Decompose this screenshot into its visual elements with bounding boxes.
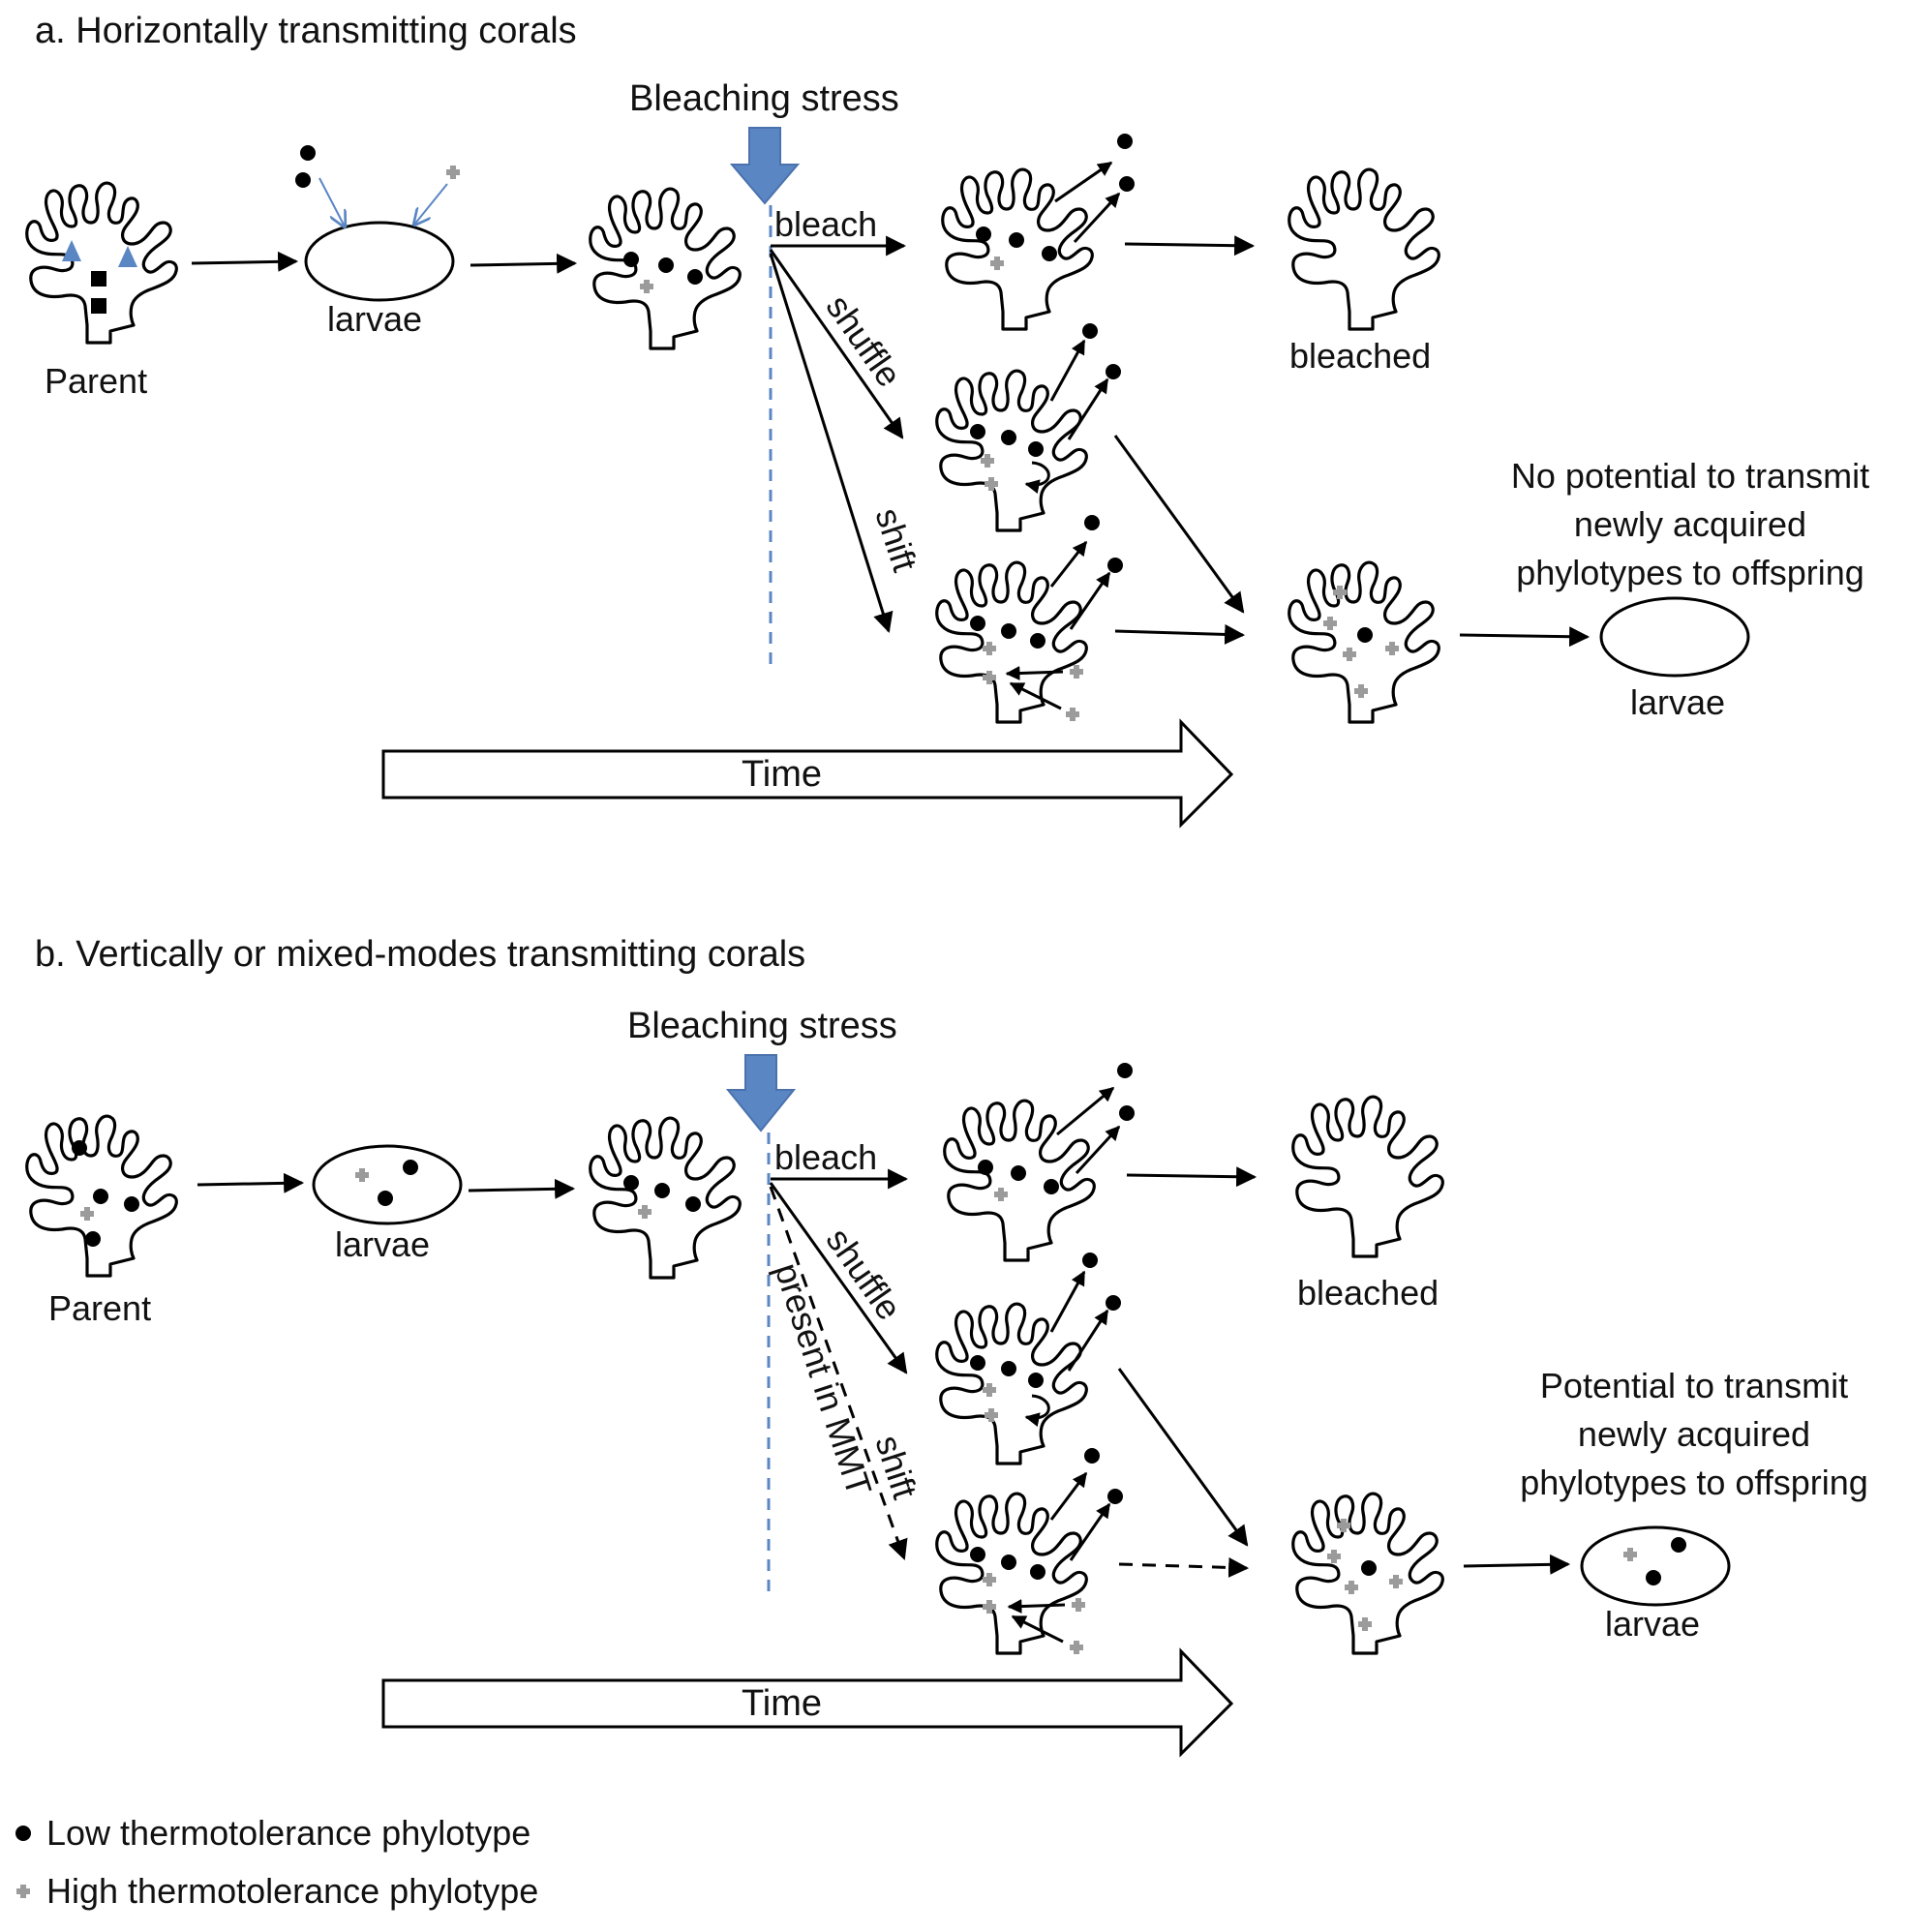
panel-a-parent-label: Parent	[45, 361, 147, 401]
panel-b-larvae-label: larvae	[335, 1224, 430, 1264]
panel-a-time-arrow	[381, 718, 1234, 829]
panel-a-arrow-larvae-to-juvenile	[470, 253, 578, 274]
panel-a-outcome-line3: phylotypes to offspring	[1516, 553, 1864, 592]
panel-a-result-coral	[1288, 560, 1440, 724]
panel-b-time-label: Time	[742, 1683, 822, 1724]
panel-b-arrow-shuffle	[769, 1182, 908, 1374]
panel-a-arrow-to-offspring	[1459, 626, 1591, 648]
panel-b-bleached-coral	[1291, 1095, 1444, 1258]
panel-b-bleached-label: bleached	[1297, 1273, 1439, 1313]
panel-a-bleaching-stress-label: Bleaching stress	[629, 78, 899, 119]
panel-b-bleaching-stress-arrow	[725, 1054, 797, 1132]
panel-a-arrow-shuffle	[769, 249, 904, 439]
panel-a-parent-coral	[25, 181, 178, 345]
panel-a-shift-coral	[935, 515, 1123, 724]
panel-a-outcome-line2: newly acquired	[1574, 504, 1806, 544]
panel-b-outcome-line3: phylotypes to offspring	[1520, 1463, 1868, 1502]
legend-high-marker	[16, 1885, 30, 1898]
panel-b-shuffle-label: shuffle	[818, 1221, 909, 1327]
panel-b-title: b. Vertically or mixed-modes transmittin…	[35, 934, 805, 975]
panel-a-juvenile-coral	[589, 187, 742, 350]
panel-b-juvenile-coral	[589, 1116, 742, 1280]
panel-a-larvae-ellipse	[304, 221, 455, 302]
panel-a-larvae-label: larvae	[327, 299, 422, 339]
panel-a-bleaching-stress-arrow	[729, 127, 801, 205]
panel-b-outcome-text: Potential to transmit newly acquired phy…	[1520, 1366, 1868, 1502]
panel-a-arrow-shift	[769, 253, 894, 634]
panel-a-arrow-parent-to-larvae	[191, 251, 299, 272]
panel-b-arrow-shift-to-result	[1118, 1556, 1250, 1578]
panel-a-shuffle-label: shuffle	[818, 287, 909, 394]
panel-a-bleached-coral	[1288, 167, 1440, 331]
panel-b-parent-coral	[25, 1114, 178, 1278]
panel-a-arrow-shift-to-result	[1114, 623, 1246, 645]
panel-a-title: a. Horizontally transmitting corals	[35, 11, 577, 51]
panel-b-arrow-to-offspring	[1463, 1554, 1571, 1575]
panel-a-bleach-coral	[941, 134, 1135, 331]
panel-b-offspring-larvae-label: larvae	[1605, 1604, 1700, 1644]
parent-symbiont-triangle	[118, 246, 137, 267]
panel-b-arrow-to-bleached	[1126, 1166, 1258, 1188]
panel-b-shift-coral	[935, 1448, 1123, 1655]
panel-b-arrow-larvae-to-juvenile	[468, 1178, 576, 1199]
panel-a-environmental-symbionts	[295, 145, 460, 226]
panel-a-time-label: Time	[742, 754, 822, 795]
panel-b-outcome-line1: Potential to transmit	[1540, 1366, 1848, 1405]
legend-high-label: High thermotolerance phylotype	[46, 1871, 538, 1911]
panel-b-outcome-line2: newly acquired	[1578, 1414, 1810, 1454]
panel-a-arrow-shuffle-to-result	[1113, 435, 1245, 614]
panel-b-result-coral	[1291, 1492, 1444, 1655]
panel-b-bleach-label: bleach	[774, 1137, 877, 1177]
panel-a-bleach-label: bleach	[774, 204, 877, 244]
panel-a-outcome-line1: No potential to transmit	[1511, 456, 1869, 496]
panel-a-shift-label: shift	[867, 503, 924, 576]
panel-b-time-arrow	[381, 1647, 1234, 1758]
legend: Low thermotolerance phylotype High therm…	[15, 1813, 538, 1911]
panel-b-larvae-ellipse	[312, 1144, 463, 1225]
panel-b-bleaching-stress-label: Bleaching stress	[627, 1006, 897, 1046]
panel-b-offspring-larvae	[1580, 1525, 1731, 1607]
panel-b-shuffle-coral	[935, 1253, 1121, 1465]
panel-a-bleached-label: bleached	[1289, 336, 1431, 376]
panel-a-shuffle-coral	[935, 323, 1121, 532]
parent-symbiont-triangle	[62, 240, 81, 261]
panel-b-shift-label: shift	[867, 1431, 924, 1503]
panel-a-offspring-larvae-label: larvae	[1630, 682, 1725, 722]
panel-b-arrow-shift	[769, 1186, 908, 1560]
legend-low-marker	[15, 1826, 31, 1841]
panel-a-outcome-text: No potential to transmit newly acquired …	[1511, 456, 1869, 592]
panel-b-arrow-parent-to-larvae	[197, 1172, 305, 1193]
panel-b-bleach-coral	[943, 1063, 1135, 1262]
panel-b-arrow-shuffle-to-result	[1117, 1368, 1249, 1547]
panel-a-offspring-larvae	[1599, 596, 1750, 678]
legend-low-label: Low thermotolerance phylotype	[46, 1813, 530, 1853]
panel-a-arrow-to-bleached	[1124, 235, 1256, 257]
panel-b-parent-label: Parent	[48, 1288, 151, 1328]
